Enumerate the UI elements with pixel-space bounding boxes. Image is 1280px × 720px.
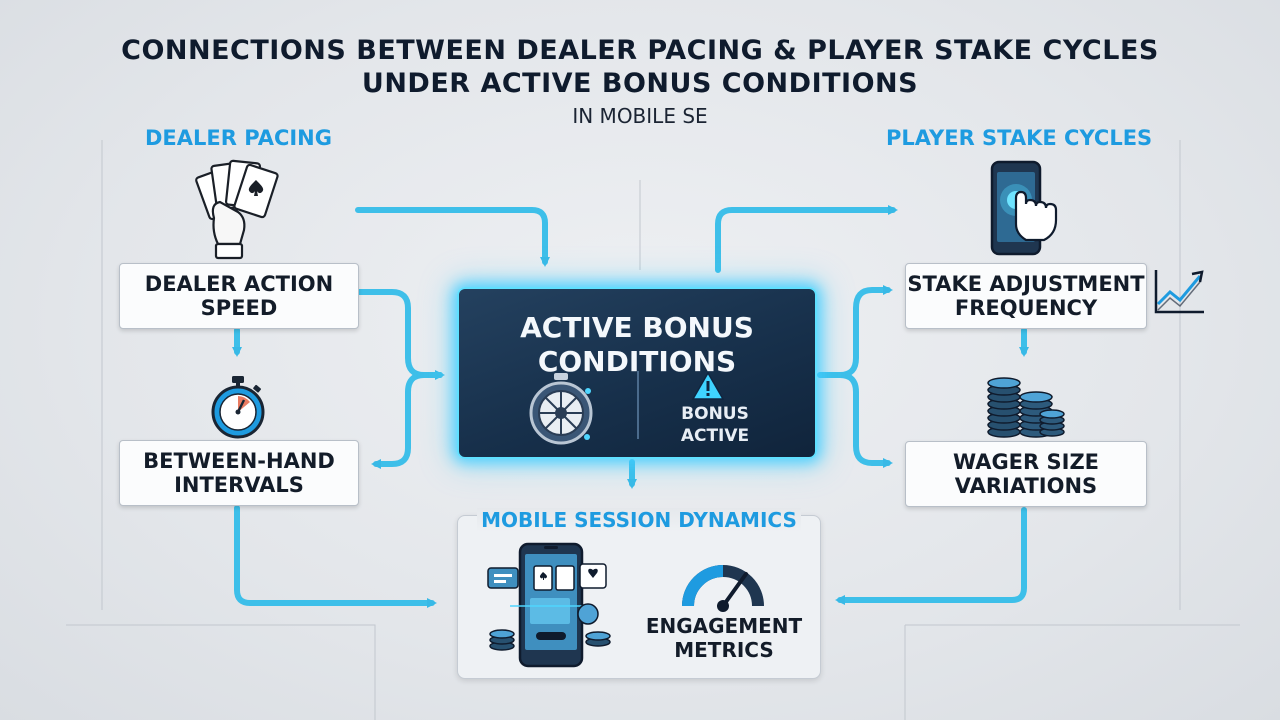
arrow-dealer-to-center-top: [355, 207, 550, 267]
engagement-metrics-line2: METRICS: [674, 638, 774, 662]
diagram-subtitle: IN MOBILE SE: [572, 104, 708, 128]
player-stake-cycles-heading: PLAYER STAKE CYCLES: [886, 126, 1153, 150]
arrow-center-to-stake-top: [715, 205, 898, 273]
bonus-active-line2: ACTIVE: [680, 426, 750, 446]
arrow-center-to-wager: [837, 372, 893, 468]
arrow-speed-to-center: [355, 289, 445, 380]
arrow-center-to-intervals: [371, 372, 443, 469]
roulette-wheel-icon: [529, 373, 593, 445]
stake-adjustment-line2: FREQUENCY: [954, 296, 1098, 320]
playing-cards-hand-icon: [195, 159, 279, 260]
diagram-title-line1: CONNECTIONS BETWEEN DEALER PACING & PLAY…: [121, 35, 1159, 66]
trend-chart-icon: [1154, 270, 1204, 314]
phone-tap-icon: [990, 160, 1058, 256]
dealer-action-speed-line2: SPEED: [200, 296, 278, 320]
center-divider: [637, 371, 639, 439]
dealer-pacing-heading: DEALER PACING: [145, 126, 332, 150]
stake-adjustment-line1: STAKE ADJUSTMENT: [907, 272, 1145, 296]
wager-size-line1: WAGER SIZE: [952, 450, 1100, 474]
arrow-intervals-to-mobile: [234, 505, 437, 608]
chip-stack-icon: [987, 377, 1065, 438]
diagram-title-line2: UNDER ACTIVE BONUS CONDITIONS: [361, 68, 919, 99]
engagement-metrics-line1: ENGAGEMENT: [645, 614, 803, 638]
mobile-game-icon: [487, 542, 611, 668]
between-hand-intervals-line1: BETWEEN-HAND: [143, 449, 335, 473]
warning-icon: [691, 371, 725, 400]
between-hand-intervals-line2: INTERVALS: [174, 473, 304, 497]
stopwatch-icon: [211, 376, 265, 439]
arrow-center-to-stake: [817, 285, 893, 378]
active-bonus-line1: ACTIVE BONUS: [520, 311, 754, 344]
wager-size-line2: VARIATIONS: [954, 474, 1098, 498]
frame-lines: [66, 140, 1240, 720]
dealer-action-speed-line1: DEALER ACTION: [144, 272, 334, 296]
gauge-icon: [682, 565, 764, 612]
arrow-wager-to-mobile: [835, 507, 1027, 605]
bonus-active-line1: BONUS: [681, 404, 749, 424]
mobile-session-dynamics-heading: MOBILE SESSION DYNAMICS: [477, 508, 801, 532]
